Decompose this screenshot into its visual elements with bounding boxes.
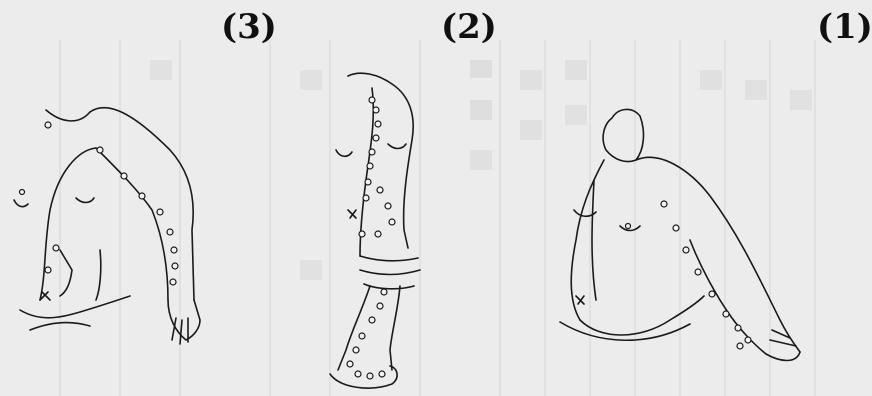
figure-2-side-meridian	[330, 73, 420, 388]
figure-1-arm-meridian	[560, 109, 800, 360]
figure-3-arm-meridian	[14, 108, 200, 344]
